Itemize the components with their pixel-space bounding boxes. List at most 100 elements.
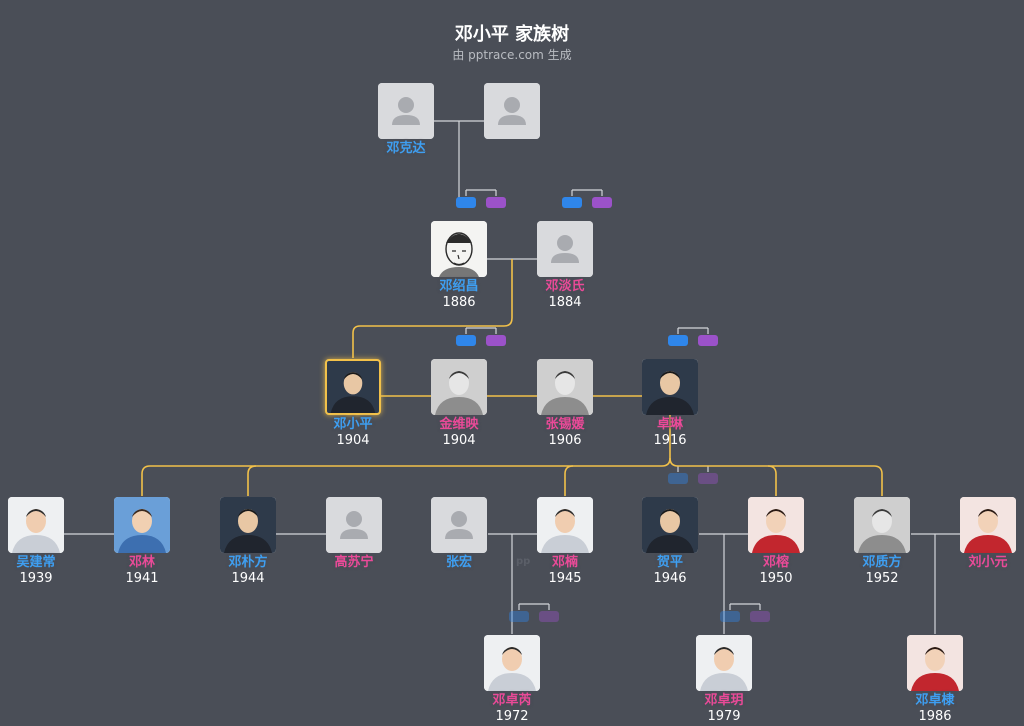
avatar-image bbox=[484, 635, 540, 691]
avatar-image bbox=[431, 359, 487, 415]
person-name[interactable]: 邓卓玥 bbox=[704, 693, 744, 708]
person-card-w1[interactable] bbox=[431, 359, 487, 415]
avatar-image bbox=[327, 361, 379, 413]
person-name[interactable]: 邓卓棣 bbox=[915, 693, 955, 708]
person-name[interactable]: 刘小元 bbox=[968, 555, 1008, 570]
person-birth-year: 1945 bbox=[548, 571, 582, 586]
avatar-image bbox=[537, 359, 593, 415]
avatar-image bbox=[696, 635, 752, 691]
expand-spouse-toggle[interactable] bbox=[592, 197, 612, 208]
person-name[interactable]: 邓小平 bbox=[333, 417, 373, 432]
person-placeholder-icon bbox=[378, 83, 434, 139]
person-name[interactable]: 卓琳 bbox=[656, 417, 683, 432]
person-card-gf[interactable] bbox=[378, 83, 434, 139]
person-card-c4s[interactable] bbox=[642, 497, 698, 553]
person-birth-year: 1906 bbox=[548, 433, 582, 448]
person-card-c5s[interactable] bbox=[960, 497, 1016, 553]
expand-ancestors-toggle[interactable] bbox=[456, 335, 476, 346]
expand-spouse-toggle[interactable] bbox=[486, 335, 506, 346]
page-subtitle: 由 pptrace.com 生成 bbox=[452, 48, 572, 62]
avatar-image bbox=[220, 497, 276, 553]
expand-ancestors-toggle[interactable] bbox=[668, 335, 688, 346]
person-placeholder-icon bbox=[431, 497, 487, 553]
avatar-image bbox=[114, 497, 170, 553]
person-birth-year: 1904 bbox=[336, 433, 370, 448]
avatar-image bbox=[642, 359, 698, 415]
expand-spouse-toggle[interactable] bbox=[539, 611, 559, 622]
person-name[interactable]: 邓克达 bbox=[386, 141, 426, 156]
person-name[interactable]: 张锡媛 bbox=[545, 417, 585, 432]
person-birth-year: 1886 bbox=[442, 295, 476, 310]
person-birth-year: 1950 bbox=[759, 571, 793, 586]
person-card-fa[interactable] bbox=[431, 221, 487, 277]
person-name[interactable]: 邓卓芮 bbox=[492, 693, 532, 708]
person-name[interactable]: 邓林 bbox=[128, 555, 155, 570]
avatar-image bbox=[960, 497, 1016, 553]
person-card-c1s[interactable] bbox=[8, 497, 64, 553]
person-placeholder-icon bbox=[537, 221, 593, 277]
person-name[interactable]: 邓楠 bbox=[551, 555, 578, 570]
person-card-g2[interactable] bbox=[696, 635, 752, 691]
direct-line-parents-to-self bbox=[352, 259, 513, 358]
expand-ancestors-toggle[interactable] bbox=[720, 611, 740, 622]
expand-ancestors-toggle[interactable] bbox=[509, 611, 529, 622]
person-birth-year: 1952 bbox=[865, 571, 899, 586]
person-card-c2s[interactable] bbox=[326, 497, 382, 553]
person-birth-year: 1884 bbox=[548, 295, 582, 310]
person-name[interactable]: 高苏宁 bbox=[334, 555, 374, 570]
person-name[interactable]: 邓淡氏 bbox=[545, 279, 585, 294]
avatar-image bbox=[642, 497, 698, 553]
person-name[interactable]: 张宏 bbox=[445, 555, 472, 570]
person-card-w2[interactable] bbox=[537, 359, 593, 415]
person-card-c2[interactable] bbox=[220, 497, 276, 553]
person-placeholder-icon bbox=[484, 83, 540, 139]
expand-ancestors-toggle[interactable] bbox=[456, 197, 476, 208]
person-name[interactable]: 贺平 bbox=[656, 555, 683, 570]
person-name[interactable]: 邓榕 bbox=[762, 555, 789, 570]
person-card-self[interactable] bbox=[325, 359, 381, 415]
person-birth-year: 1904 bbox=[442, 433, 476, 448]
avatar-image bbox=[854, 497, 910, 553]
person-card-c1[interactable] bbox=[114, 497, 170, 553]
person-birth-year: 1972 bbox=[495, 709, 529, 724]
person-name[interactable]: 邓质方 bbox=[862, 555, 902, 570]
expand-ancestors-toggle[interactable] bbox=[668, 473, 688, 484]
person-name[interactable]: 吴建常 bbox=[16, 555, 56, 570]
person-card-gm[interactable] bbox=[484, 83, 540, 139]
person-card-w3[interactable] bbox=[642, 359, 698, 415]
avatar-image bbox=[748, 497, 804, 553]
page-title: 邓小平 家族树 bbox=[454, 24, 570, 45]
person-card-mo[interactable] bbox=[537, 221, 593, 277]
person-birth-year: 1944 bbox=[231, 571, 265, 586]
person-birth-year: 1946 bbox=[653, 571, 687, 586]
person-birth-year: 1939 bbox=[19, 571, 53, 586]
person-name[interactable]: 邓绍昌 bbox=[439, 279, 479, 294]
person-name[interactable]: 邓朴方 bbox=[228, 555, 268, 570]
children-bar-right bbox=[669, 457, 883, 496]
expand-ancestors-toggle[interactable] bbox=[562, 197, 582, 208]
expand-spouse-toggle[interactable] bbox=[486, 197, 506, 208]
person-card-c5[interactable] bbox=[854, 497, 910, 553]
person-birth-year: 1979 bbox=[707, 709, 741, 724]
person-placeholder-icon bbox=[326, 497, 382, 553]
person-card-g1[interactable] bbox=[484, 635, 540, 691]
avatar-image bbox=[431, 221, 487, 277]
children-bar-left bbox=[141, 457, 671, 496]
person-birth-year: 1941 bbox=[125, 571, 159, 586]
person-card-c4[interactable] bbox=[748, 497, 804, 553]
person-card-c3[interactable] bbox=[537, 497, 593, 553]
expand-spouse-toggle[interactable] bbox=[698, 473, 718, 484]
person-birth-year: 1916 bbox=[653, 433, 687, 448]
watermark: pp bbox=[516, 556, 531, 567]
expand-spouse-toggle[interactable] bbox=[750, 611, 770, 622]
person-name[interactable]: 金维映 bbox=[439, 417, 479, 432]
avatar-image bbox=[8, 497, 64, 553]
person-birth-year: 1986 bbox=[918, 709, 952, 724]
avatar-image bbox=[537, 497, 593, 553]
person-card-g3[interactable] bbox=[907, 635, 963, 691]
avatar-image bbox=[907, 635, 963, 691]
person-card-c3s[interactable] bbox=[431, 497, 487, 553]
expand-spouse-toggle[interactable] bbox=[698, 335, 718, 346]
